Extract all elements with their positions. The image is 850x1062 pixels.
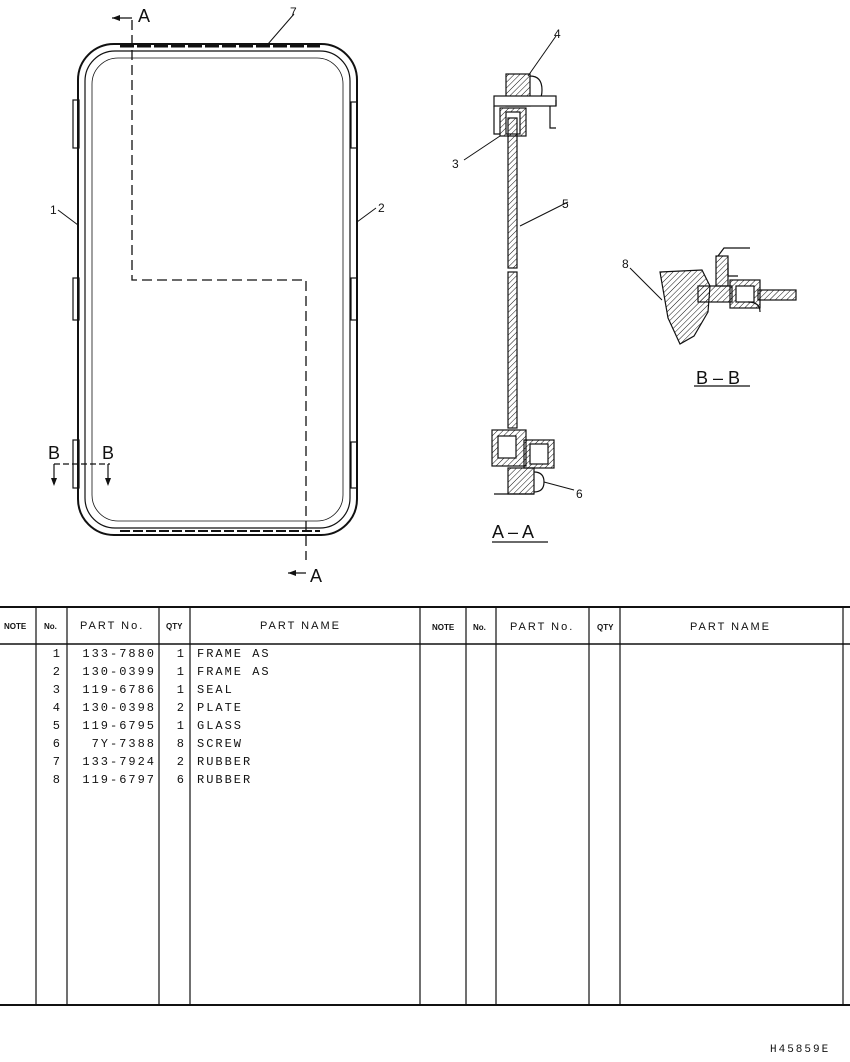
section-a-label-bottom: A xyxy=(310,566,322,586)
svg-text:3: 3 xyxy=(53,683,62,697)
parts-table: NOTE No. PART No. QTY PART NAME NOTE No.… xyxy=(0,606,850,1006)
header-part-no-2: PART No. xyxy=(510,621,574,633)
header-note: NOTE xyxy=(4,622,27,631)
callout-5: 5 xyxy=(562,197,569,211)
svg-text:2: 2 xyxy=(177,755,186,769)
glass-pane xyxy=(507,117,518,269)
header-part-name-2: PART NAME xyxy=(690,621,771,633)
front-view xyxy=(51,13,377,576)
table-row: 5 119-6795 1 GLASS xyxy=(53,719,243,733)
callout-1: 1 xyxy=(50,203,57,217)
svg-text:FRAME AS: FRAME AS xyxy=(197,647,271,661)
svg-text:130-0398: 130-0398 xyxy=(82,701,156,715)
section-bb-title: B – B xyxy=(696,368,740,388)
svg-text:FRAME AS: FRAME AS xyxy=(197,665,271,679)
header-qty: QTY xyxy=(166,622,183,631)
rubber-pad xyxy=(350,277,358,321)
section-a-label-top: A xyxy=(138,6,150,26)
svg-text:1: 1 xyxy=(177,665,186,679)
svg-text:6: 6 xyxy=(177,773,186,787)
svg-text:PLATE: PLATE xyxy=(197,701,243,715)
svg-text:119-6786: 119-6786 xyxy=(82,683,156,697)
svg-text:130-0399: 130-0399 xyxy=(82,665,156,679)
svg-text:1: 1 xyxy=(53,647,62,661)
header-part-name: PART NAME xyxy=(260,620,341,632)
svg-text:133-7924: 133-7924 xyxy=(82,755,156,769)
svg-text:7: 7 xyxy=(53,755,62,769)
technical-drawing: A A B B 1 2 7 4 3 5 6 A – A xyxy=(48,5,797,586)
section-aa-title: A – A xyxy=(492,522,534,542)
table-row: 6 7Y-7388 8 SCREW xyxy=(53,737,243,751)
section-bb-view xyxy=(629,247,797,387)
header-note-2: NOTE xyxy=(432,623,455,632)
table-row: 4 130-0398 2 PLATE xyxy=(53,701,243,715)
header-no-2: No. xyxy=(473,623,486,632)
table-row: 2 130-0399 1 FRAME AS xyxy=(53,665,271,679)
svg-text:8: 8 xyxy=(177,737,186,751)
rubber-pad xyxy=(350,101,358,149)
svg-text:8: 8 xyxy=(53,773,62,787)
rubber-pad xyxy=(72,277,80,321)
callout-8: 8 xyxy=(622,257,629,271)
svg-text:RUBBER: RUBBER xyxy=(197,773,252,787)
svg-text:GLASS: GLASS xyxy=(197,719,243,733)
section-b-label-right: B xyxy=(102,443,114,463)
section-line-a xyxy=(131,20,307,560)
table-row: 1 133-7880 1 FRAME AS xyxy=(53,647,271,661)
svg-text:RUBBER: RUBBER xyxy=(197,755,252,769)
svg-text:5: 5 xyxy=(53,719,62,733)
glass-edge xyxy=(91,57,344,522)
callout-2: 2 xyxy=(378,201,385,215)
frame-outer xyxy=(77,43,358,536)
svg-text:7Y-7388: 7Y-7388 xyxy=(92,737,156,751)
svg-text:SEAL: SEAL xyxy=(197,683,234,697)
frame-inner xyxy=(84,50,351,529)
drawing-id: H45859E xyxy=(770,1044,831,1056)
svg-text:1: 1 xyxy=(177,647,186,661)
section-b-label-left: B xyxy=(48,443,60,463)
table-row: 3 119-6786 1 SEAL xyxy=(53,683,234,697)
callout-4: 4 xyxy=(554,27,561,41)
section-aa-view xyxy=(463,35,575,543)
rubber-pad xyxy=(72,99,80,149)
callout-6: 6 xyxy=(576,487,583,501)
svg-text:6: 6 xyxy=(53,737,62,751)
svg-text:2: 2 xyxy=(53,665,62,679)
svg-text:1: 1 xyxy=(177,719,186,733)
header-qty-2: QTY xyxy=(597,623,614,632)
svg-text:119-6797: 119-6797 xyxy=(82,773,156,787)
header-part-no: PART No. xyxy=(80,620,144,632)
callout-7: 7 xyxy=(290,5,297,19)
svg-text:2: 2 xyxy=(177,701,186,715)
header-no: No. xyxy=(44,622,57,631)
table-row: 7 133-7924 2 RUBBER xyxy=(53,755,252,769)
svg-text:133-7880: 133-7880 xyxy=(82,647,156,661)
svg-text:SCREW: SCREW xyxy=(197,737,243,751)
rubber-pad xyxy=(350,441,358,489)
callout-3: 3 xyxy=(452,157,459,171)
svg-text:4: 4 xyxy=(53,701,62,715)
table-row: 8 119-6797 6 RUBBER xyxy=(53,773,252,787)
svg-text:1: 1 xyxy=(177,683,186,697)
svg-text:119-6795: 119-6795 xyxy=(82,719,156,733)
